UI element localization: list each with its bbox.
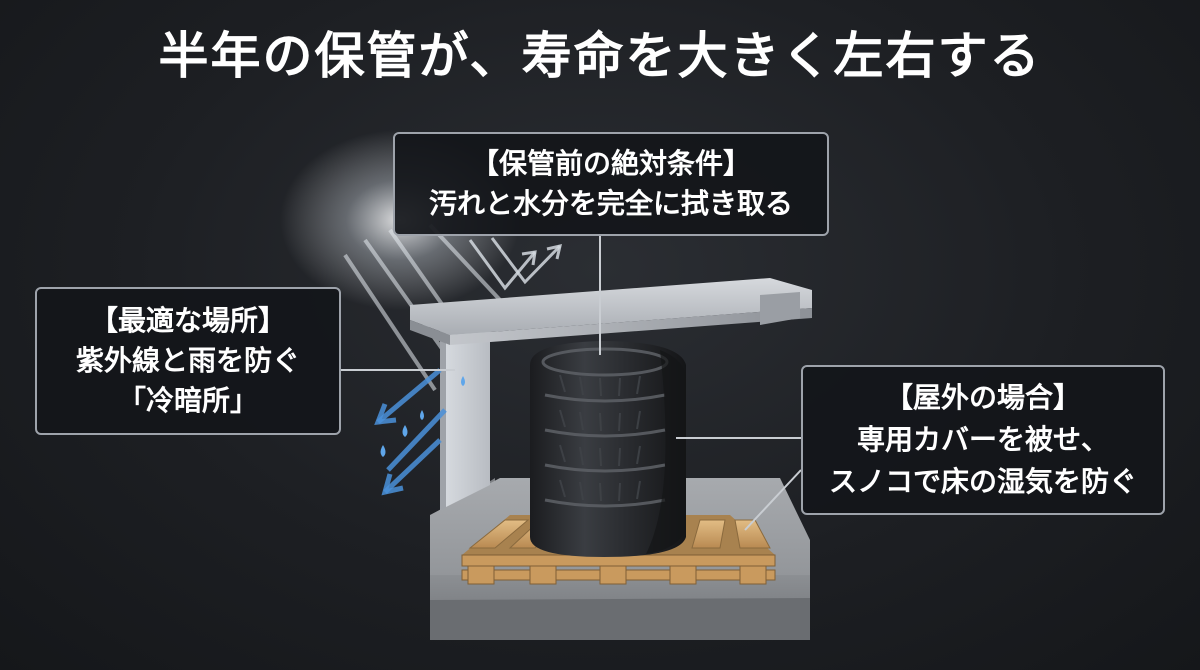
callout-best-location: 【最適な場所】 紫外線と雨を防ぐ 「冷暗所」 <box>35 287 341 435</box>
callout-outdoor-case: 【屋外の場合】 専用カバーを被せ、 スノコで床の湿気を防ぐ <box>801 365 1165 515</box>
callout-body-line1: 専用カバーを被せ、 <box>856 423 1109 456</box>
page-title: 半年の保管が、寿命を大きく左右する <box>158 27 1042 85</box>
callout-body-line1: 紫外線と雨を防ぐ <box>75 344 300 377</box>
callout-pre-storage-condition: 【保管前の絶対条件】 汚れと水分を完全に拭き取る <box>393 132 829 236</box>
uv-rays <box>343 223 502 392</box>
callout-heading: 【屋外の場合】 <box>884 381 1081 414</box>
side-wall <box>440 315 490 510</box>
water-drops <box>380 376 465 457</box>
roof-canopy <box>410 278 812 345</box>
reflected-ray-arrows <box>468 237 563 291</box>
covered-tire-stack <box>530 341 686 557</box>
callout-body-line2: スノコで床の湿気を防ぐ <box>828 465 1137 498</box>
callout-body-line2: 「冷暗所」 <box>117 384 258 417</box>
rain-block-arrows <box>374 368 447 496</box>
callout-heading: 【最適な場所】 <box>89 304 286 337</box>
callout-leader-lines <box>341 236 802 531</box>
callout-heading: 【保管前の絶対条件】 <box>470 147 751 180</box>
callout-body: 汚れと水分を完全に拭き取る <box>428 187 793 220</box>
